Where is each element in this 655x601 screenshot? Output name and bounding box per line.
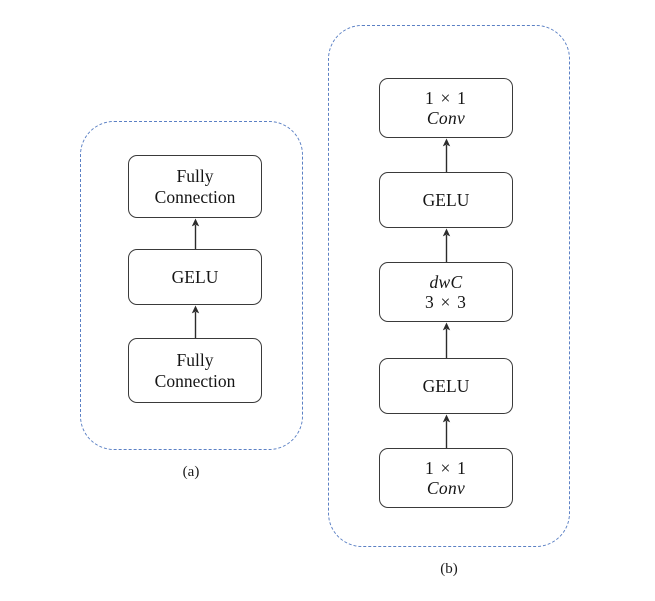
arrow-b-gelu-upper-to-conv-top	[440, 138, 453, 172]
arrow-a-fc-bottom-to-gelu	[189, 305, 202, 338]
node-a-fully-connection-bottom: Fully Connection	[128, 338, 262, 403]
arrow-b-dwc-to-gelu-upper	[440, 228, 453, 262]
caption-panel-a: (a)	[182, 464, 200, 480]
panel-b-dashed-group	[328, 25, 570, 547]
node-b-gelu-lower: GELU	[379, 358, 513, 414]
node-label-line2: Conv	[426, 108, 466, 128]
node-label-line1: 1 × 1	[424, 87, 468, 108]
node-label-line2: 3 × 3	[424, 292, 468, 312]
node-label-line1: GELU	[422, 375, 470, 396]
node-label-line1: GELU	[422, 189, 470, 210]
panel-a-dashed-group	[80, 121, 303, 450]
arrow-b-conv-bottom-to-gelu-lower	[440, 414, 453, 448]
node-label-line2: Connection	[154, 186, 236, 207]
node-b-conv-1x1-bottom: 1 × 1 Conv	[379, 448, 513, 508]
node-label-line2: Connection	[154, 370, 236, 391]
node-a-gelu: GELU	[128, 249, 262, 305]
node-label-line1: GELU	[171, 266, 219, 287]
node-label-line1: Fully	[176, 166, 214, 187]
node-label-line2: Conv	[426, 478, 466, 498]
node-label-line1: dwC	[429, 271, 463, 292]
node-b-dwc-3x3: dwC 3 × 3	[379, 262, 513, 322]
arrow-b-gelu-lower-to-dwc	[440, 322, 453, 358]
node-a-fully-connection-top: Fully Connection	[128, 155, 262, 218]
node-label-line1: 1 × 1	[424, 457, 468, 478]
node-b-gelu-upper: GELU	[379, 172, 513, 228]
node-b-conv-1x1-top: 1 × 1 Conv	[379, 78, 513, 138]
arrow-a-gelu-to-fc-top	[189, 218, 202, 249]
node-label-line1: Fully	[176, 350, 214, 371]
caption-panel-b: (b)	[440, 561, 458, 577]
